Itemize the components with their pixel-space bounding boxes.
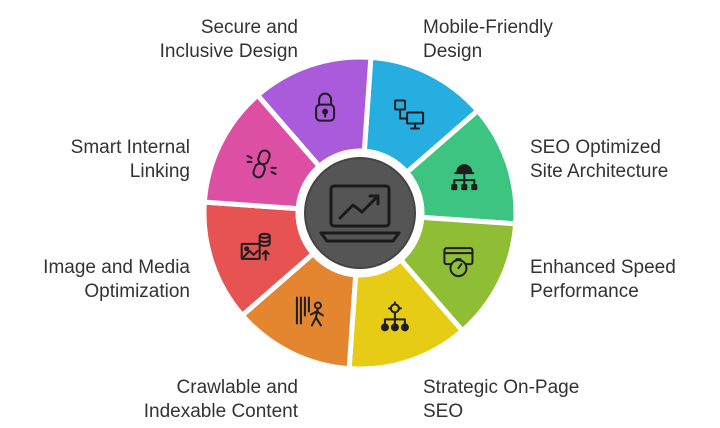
image-database-icon bbox=[240, 232, 271, 261]
link-icon bbox=[246, 149, 277, 179]
crawler-icon bbox=[295, 296, 324, 327]
devices-icon bbox=[394, 99, 425, 130]
sitemap-icon bbox=[451, 164, 478, 191]
hierarchy-gear-icon bbox=[380, 301, 409, 332]
lock-icon bbox=[315, 92, 336, 122]
laptop-growth-icon bbox=[319, 184, 401, 243]
stopwatch-icon bbox=[443, 247, 474, 278]
center-hub bbox=[298, 151, 422, 275]
